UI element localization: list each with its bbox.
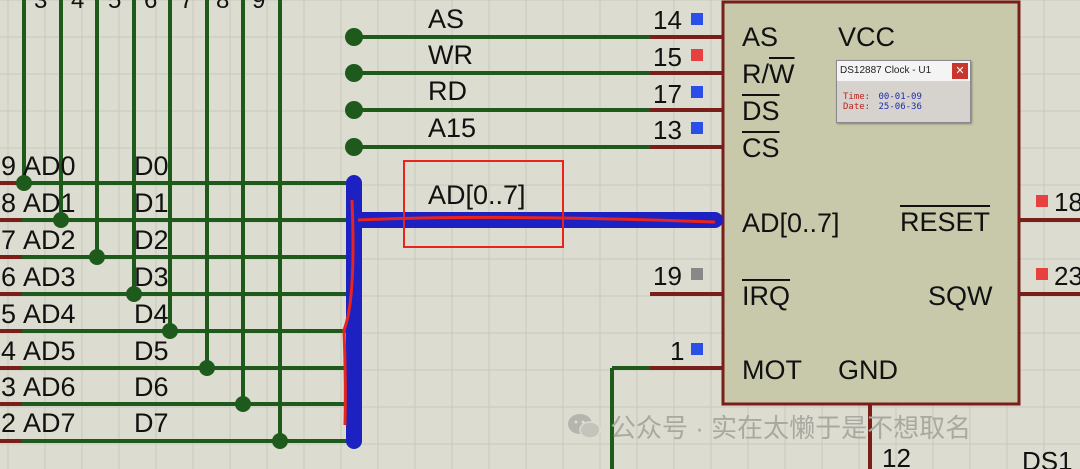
bus-net-label-d4: D4 bbox=[134, 299, 169, 329]
next-part-reference: DS1 bbox=[1022, 446, 1073, 469]
chip-pin-number-18: 18 bbox=[1054, 187, 1080, 217]
net-label-wr: WR bbox=[428, 40, 473, 70]
chip-pin-number-19: 19 bbox=[653, 261, 682, 291]
header-pin-label-5: 5 bbox=[108, 0, 122, 14]
junction-dot bbox=[53, 212, 69, 228]
chip-pin-cs: CS bbox=[742, 133, 780, 163]
bus-net-label-d2: D2 bbox=[134, 225, 169, 255]
chip-pin-rw-overline: W bbox=[769, 59, 795, 89]
pin-state-indicator-18 bbox=[1036, 195, 1048, 207]
junction-dot bbox=[199, 360, 215, 376]
mcu-net-label-ad6: AD6 bbox=[23, 372, 76, 402]
pin-state-indicator-15 bbox=[691, 49, 703, 61]
control-junction-dot bbox=[345, 28, 363, 46]
mcu-net-label-ad2: AD2 bbox=[23, 225, 76, 255]
pin-state-indicator-13 bbox=[691, 122, 703, 134]
mcu-net-label-ad4: AD4 bbox=[23, 299, 76, 329]
chip-pin-ad-bus: AD[0..7] bbox=[742, 208, 840, 238]
chip-pin-rw: R/W bbox=[742, 59, 795, 89]
watermark-text: 公众号 · 实在太懒于是不想取名 bbox=[610, 412, 972, 443]
header-pin-label-4: 4 bbox=[71, 0, 85, 14]
junction-dot bbox=[272, 433, 288, 449]
mcu-net-label-ad3: AD3 bbox=[23, 262, 76, 292]
mcu-pin-number-35: 35 bbox=[0, 299, 17, 329]
header-pin-label-8: 8 bbox=[216, 0, 230, 14]
chip-pin-sqw: SQW bbox=[928, 281, 993, 311]
chip-pin-vcc: VCC bbox=[838, 22, 896, 52]
clock-date-row: Date: 25-06-36 bbox=[843, 102, 922, 113]
date-label: Date: bbox=[843, 102, 871, 112]
mcu-pin-number-37: 37 bbox=[0, 225, 17, 255]
mcu-pin-number-32: 32 bbox=[0, 408, 17, 438]
time-value: 00-01-09 bbox=[878, 92, 922, 102]
chip-pin-irq: IRQ bbox=[742, 281, 791, 311]
mcu-pin-number-33: 33 bbox=[0, 372, 17, 402]
mcu-net-label-ad1: AD1 bbox=[23, 188, 76, 218]
junction-dot bbox=[126, 286, 142, 302]
pin-state-indicator-14 bbox=[691, 13, 703, 25]
bus-net-label-d5: D5 bbox=[134, 336, 169, 366]
junction-dot bbox=[16, 175, 32, 191]
header-pin-label-7: 7 bbox=[180, 0, 194, 14]
junction-dot bbox=[162, 323, 178, 339]
mcu-pin-number-34: 34 bbox=[0, 336, 17, 366]
control-junction-dot bbox=[345, 101, 363, 119]
chip-pin-number-15: 15 bbox=[653, 42, 682, 72]
mcu-net-label-ad5: AD5 bbox=[23, 336, 76, 366]
mcu-net-label-ad0: AD0 bbox=[23, 151, 76, 181]
net-label-as: AS bbox=[428, 4, 465, 34]
header-pin-label-3: 3 bbox=[34, 0, 48, 14]
net-label-rd: RD bbox=[428, 76, 467, 106]
junction-dot bbox=[235, 396, 251, 412]
close-button[interactable]: ✕ bbox=[952, 63, 968, 79]
junction-dot bbox=[89, 249, 105, 265]
chip-pin-number-13: 13 bbox=[653, 115, 682, 145]
pin-state-indicator-19 bbox=[691, 268, 703, 280]
annotation-stroke-h bbox=[357, 215, 716, 224]
control-junction-dot bbox=[345, 64, 363, 82]
header-pin-label-9: 9 bbox=[252, 0, 266, 14]
chip-pin-number-17: 17 bbox=[653, 79, 682, 109]
chip-pin-mot: MOT bbox=[742, 355, 802, 385]
header-pin-label-6: 6 bbox=[144, 0, 158, 14]
bus-net-label-d6: D6 bbox=[134, 372, 169, 402]
control-junction-dot bbox=[345, 138, 363, 156]
time-label: Time: bbox=[843, 92, 871, 102]
net-label-a15: A15 bbox=[428, 113, 477, 143]
ds12887-clock-window[interactable]: DS12887 Clock - U1 ✕ Time: 00-01-09 Date… bbox=[836, 60, 971, 123]
pin-state-indicator-17 bbox=[691, 86, 703, 98]
mcu-pin-number-39: 39 bbox=[0, 151, 17, 181]
annotation-box bbox=[403, 160, 564, 248]
bus-net-label-d7: D7 bbox=[134, 408, 169, 438]
clock-window-title: DS12887 Clock - U1 bbox=[837, 61, 970, 81]
bus-net-label-d1: D1 bbox=[134, 188, 169, 218]
bus-net-label-d3: D3 bbox=[134, 262, 169, 292]
chip-pin-number-12: 12 bbox=[882, 443, 911, 469]
mcu-pin-number-38: 38 bbox=[0, 188, 17, 218]
chip-pin-number-14: 14 bbox=[653, 5, 682, 35]
mcu-pin-number-36: 36 bbox=[0, 262, 17, 292]
wechat-icon bbox=[568, 414, 601, 439]
bus-label-ad: AD[0..7] bbox=[428, 180, 526, 210]
bus-net-label-d0: D0 bbox=[134, 151, 169, 181]
watermark: 公众号 · 实在太懒于是不想取名 bbox=[566, 408, 971, 444]
chip-pin-number-23: 23 bbox=[1054, 261, 1080, 291]
date-value: 25-06-36 bbox=[878, 102, 922, 112]
chip-pin-ds: DS bbox=[742, 96, 780, 126]
chip-pin-as: AS bbox=[742, 22, 779, 52]
mcu-net-label-ad7: AD7 bbox=[23, 408, 76, 438]
chip-pin-number-1: 1 bbox=[670, 336, 685, 366]
clock-time-row: Time: 00-01-09 bbox=[843, 92, 922, 103]
pin-state-indicator-23 bbox=[1036, 268, 1048, 280]
chip-pin-reset: RESET bbox=[900, 207, 991, 237]
pin-state-indicator-1 bbox=[691, 343, 703, 355]
chip-pin-gnd: GND bbox=[838, 355, 898, 385]
annotation-stroke-v bbox=[342, 199, 355, 426]
close-icon: ✕ bbox=[955, 65, 965, 77]
